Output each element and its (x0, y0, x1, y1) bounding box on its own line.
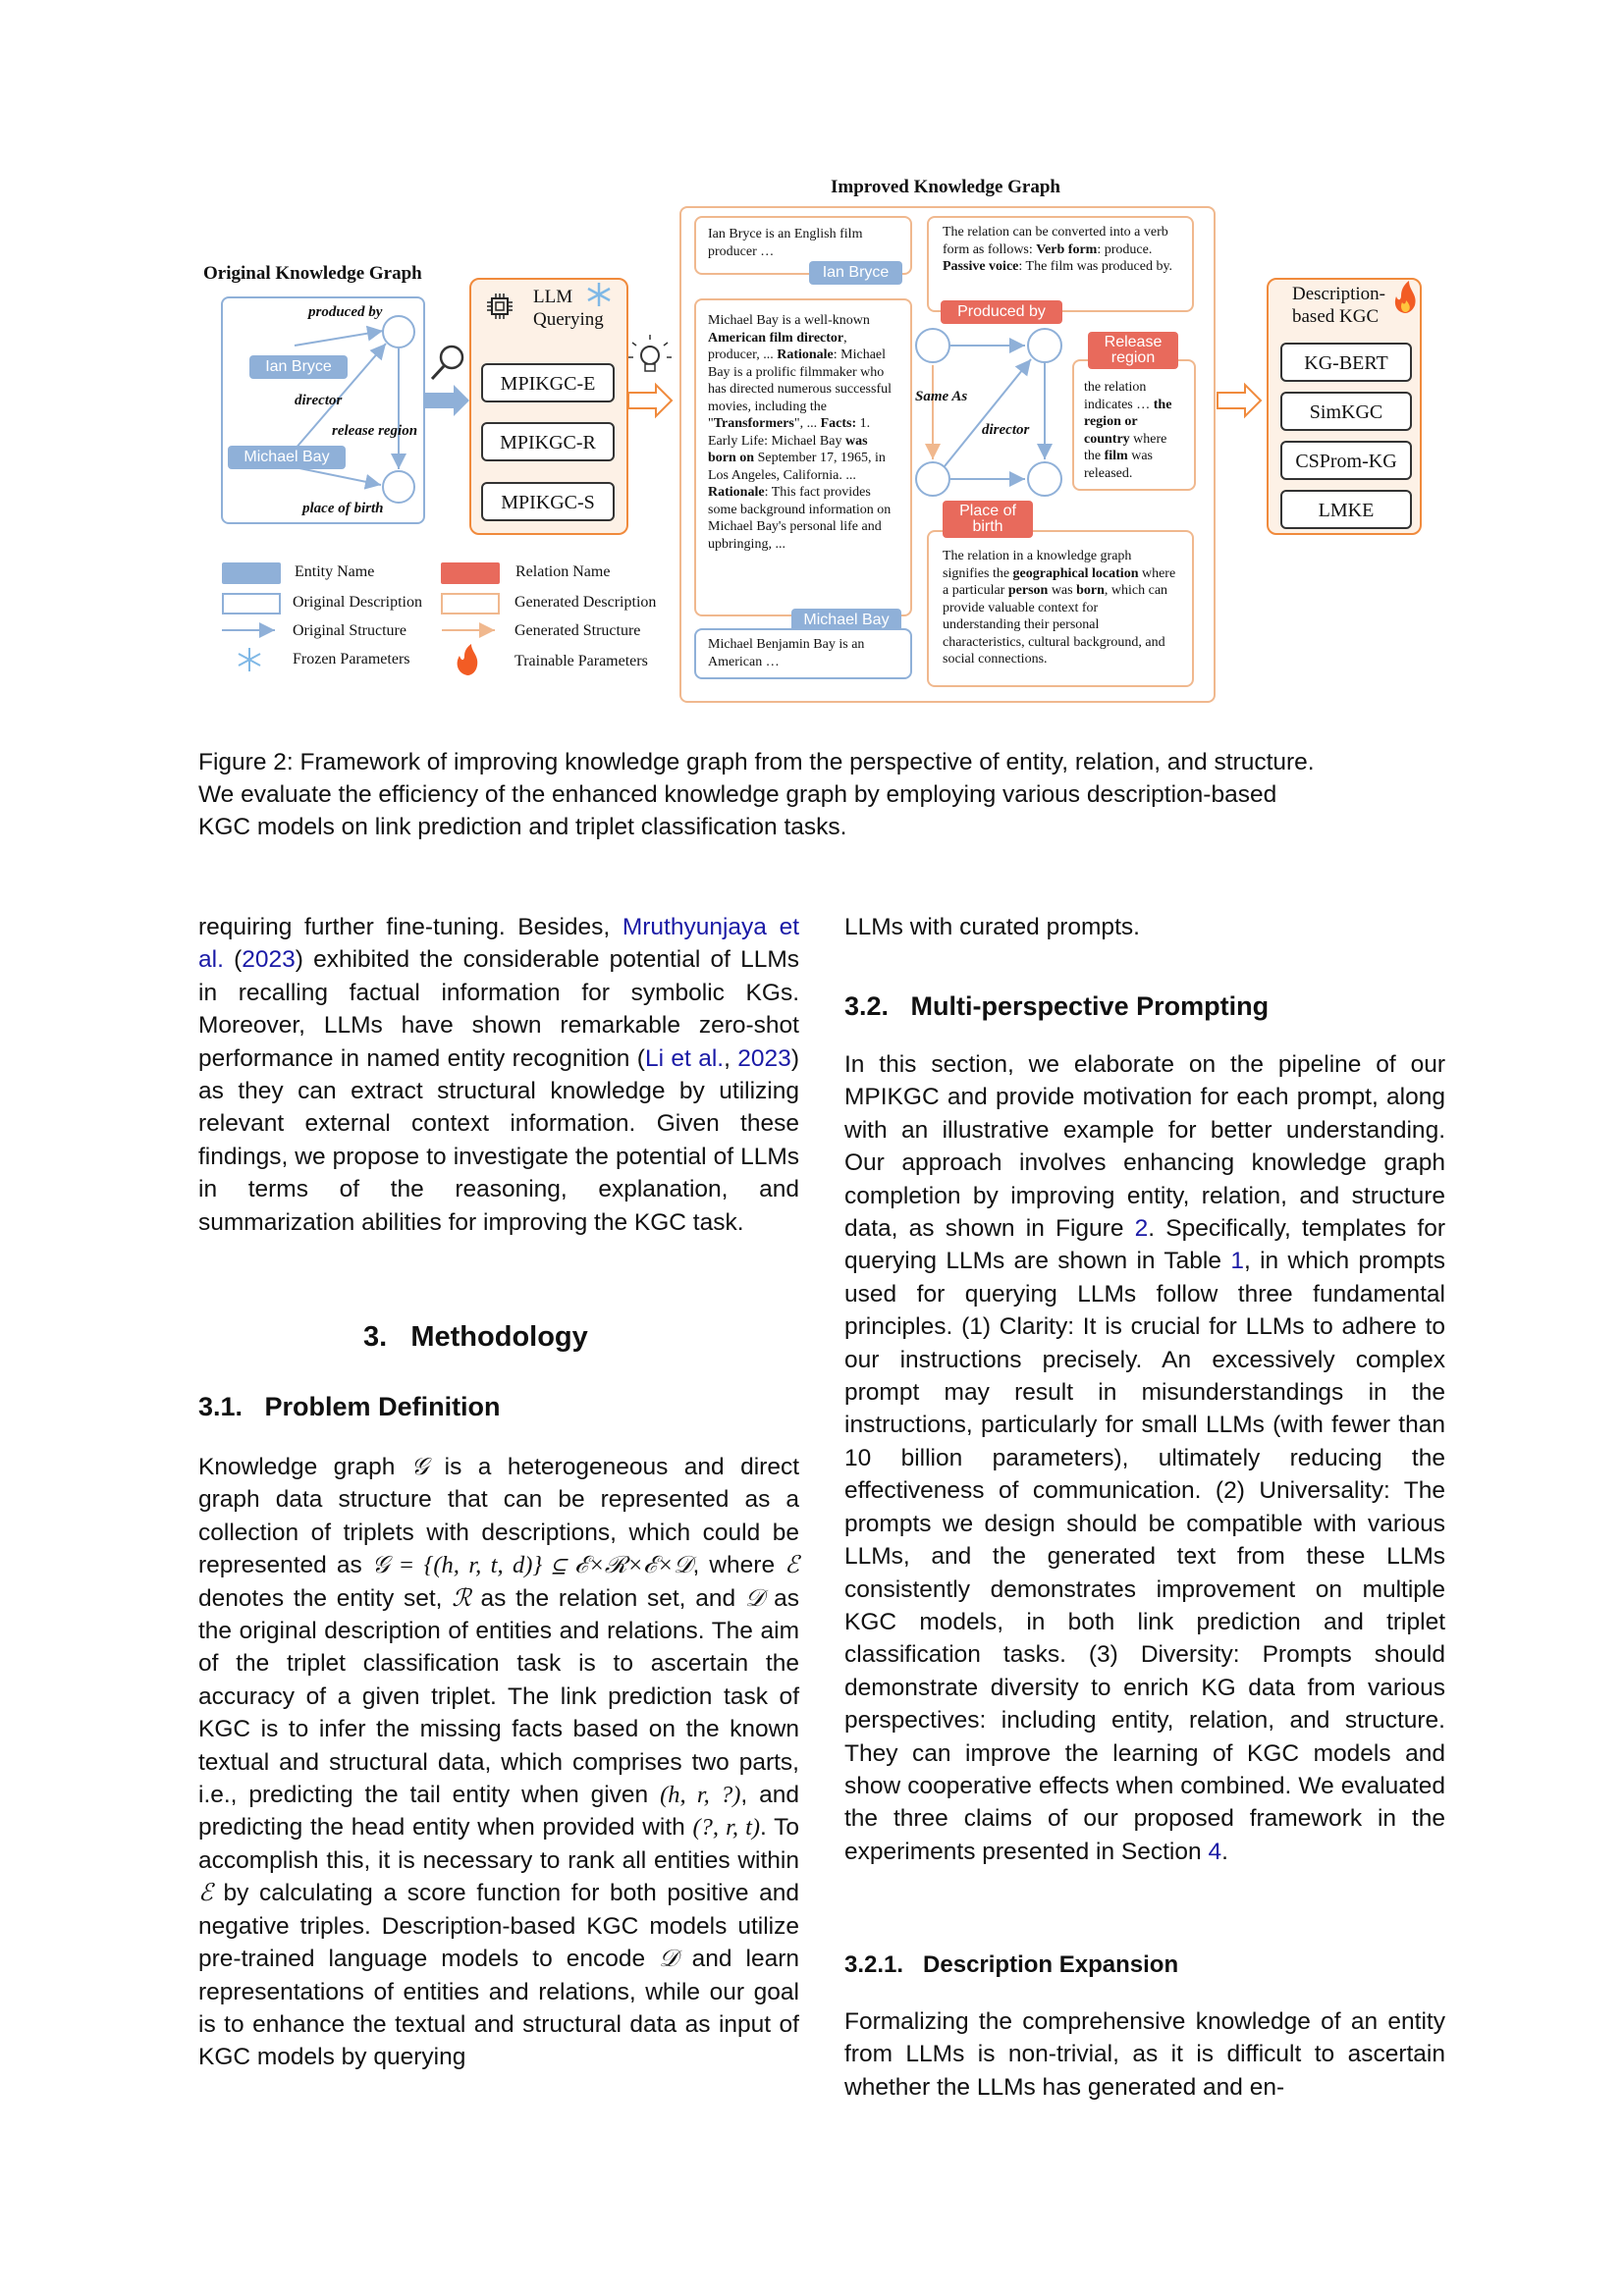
imp-node-tl (915, 328, 950, 363)
orig-entity-michael: Michael Bay (228, 446, 346, 469)
orange-flow-arrow-1 (627, 382, 674, 419)
orig-entity-ian: Ian Bryce (249, 355, 348, 379)
left-paragraph-1: requiring further fine-tuning. Besides, … (198, 914, 799, 1236)
figure-connectors (222, 315, 1263, 675)
legend-orig-desc-swatch (222, 593, 281, 614)
lightbulb-icon (628, 335, 672, 372)
caption-line-3: KGC models on link prediction and triple… (198, 814, 847, 840)
legend-frozen-label: Frozen Parameters (293, 651, 410, 667)
verb-form-box: The relation can be converted into a ver… (927, 216, 1194, 312)
original-graph-title: Original Knowledge Graph (203, 263, 422, 284)
snowflake-icon (585, 281, 613, 308)
orig-edge-produced (294, 325, 384, 347)
kgc-title-2: based KGC (1292, 306, 1380, 327)
right-paragraph-2: Formalizing the comprehensive knowledge … (844, 2008, 1445, 2101)
ref-section-4[interactable]: 4 (1208, 1838, 1222, 1865)
original-graph-box (221, 296, 425, 524)
michael-desc-box: Michael Bay is a well-known American fil… (694, 298, 912, 616)
legend-relation-label: Relation Name (515, 563, 611, 580)
orig-label-birth: place of birth (302, 501, 384, 516)
legend-trainable-label: Trainable Parameters (514, 653, 648, 669)
orig-label-produced: produced by (308, 304, 383, 320)
cite-mruthyunjaya[interactable]: Mruthyunjaya et al. (198, 914, 799, 974)
kgc-model-lmke: LMKE (1280, 490, 1412, 529)
improved-graph-box (679, 206, 1216, 703)
kgc-title-1: Description- (1292, 284, 1385, 304)
caption-line-2: We evaluate the efficiency of the enhanc… (198, 781, 1277, 808)
llm-model-r: MPIKGC-R (481, 422, 615, 461)
orig-edge-birth (294, 466, 382, 490)
improved-graph-title: Improved Knowledge Graph (831, 177, 1061, 197)
magnifier-icon (430, 345, 464, 381)
legend-relation-swatch (441, 562, 500, 584)
chip-icon (485, 292, 514, 321)
michael-orig-box: Michael Benjamin Bay is an American … (694, 628, 912, 679)
rel-produced-label: Produced by (941, 300, 1062, 324)
ian-desc-text: Ian Bryce is an English film producer … (708, 227, 863, 259)
legend-gen-struct-label: Generated Structure (514, 622, 641, 639)
section-3-1-heading: 3.1. Problem Definition (198, 1392, 501, 1421)
kgc-model-kgbert: KG-BERT (1280, 343, 1412, 382)
figure-caption: Figure 2: Framework of improving knowled… (198, 746, 1315, 843)
blue-flow-arrow (424, 385, 469, 416)
legend-gen-desc-label: Generated Description (514, 594, 657, 611)
imp-node-tr (1027, 328, 1062, 363)
cite-mruthyunjaya-year[interactable]: 2023 (242, 946, 296, 974)
rel-release-label: Release region (1088, 332, 1178, 369)
orig-edge-director (294, 343, 387, 451)
left-paragraph-2-wrap: Knowledge graph 𝒢 is a heterogeneous and… (198, 1451, 799, 2074)
section-3-heading: 3. Methodology (363, 1321, 588, 1353)
imp-node-br (1027, 461, 1062, 497)
cite-li[interactable]: Li et al. (644, 1044, 725, 1072)
imp-node-bl (915, 461, 950, 497)
llm-title-1: LLM (533, 287, 573, 307)
right-paragraph-1: In this section, we elaborate on the pip… (844, 1051, 1445, 1865)
left-paragraph-2: Knowledge graph 𝒢 is a heterogeneous and… (198, 1454, 800, 2071)
llm-model-s: MPIKGC-S (481, 482, 615, 521)
legend-gen-desc-swatch (441, 593, 500, 614)
flame-icon (1392, 279, 1418, 314)
llm-model-e: MPIKGC-E (481, 363, 615, 402)
rel-birth-label: Place of birth (943, 501, 1033, 538)
orig-node-bottom (382, 470, 415, 504)
right-paragraph-1-wrap: In this section, we elaborate on the pip… (844, 1048, 1445, 1868)
right-paragraph-0: LLMs with curated prompts. (844, 914, 1140, 940)
imp-director-label: director (982, 422, 1030, 438)
legend-orig-struct-label: Original Structure (293, 622, 406, 639)
section-3-2-heading: 3.2. Multi-perspective Prompting (844, 991, 1270, 1021)
imp-edge-director (944, 358, 1032, 467)
legend-entity-label: Entity Name (295, 563, 375, 580)
orange-flow-arrow-2 (1217, 382, 1263, 419)
same-as-label: Same As (915, 389, 968, 404)
llm-title-2: Querying (533, 309, 604, 330)
birth-desc-box: The relation in a knowledge graph signif… (927, 530, 1194, 687)
flame-legend-icon (457, 644, 478, 675)
orig-label-release: release region (332, 423, 418, 439)
left-column: requiring further fine-tuning. Besides, … (198, 911, 799, 1239)
caption-line-1: Figure 2: Framework of improving knowled… (198, 749, 1315, 775)
section-3-2-1-heading: 3.2.1. Description Expansion (844, 1951, 1179, 1978)
legend-orig-desc-label: Original Description (293, 594, 422, 611)
ref-figure-2[interactable]: 2 (1134, 1215, 1149, 1243)
cite-li-year[interactable]: 2023 (737, 1044, 791, 1072)
ref-table-1[interactable]: 1 (1230, 1248, 1244, 1275)
kgc-model-simkgc: SimKGC (1280, 392, 1412, 431)
release-desc-box: the relation indicates … the region or c… (1072, 359, 1196, 491)
snowflake-legend-icon (238, 648, 261, 671)
legend-entity-swatch (222, 562, 281, 584)
orig-label-director: director (295, 393, 343, 408)
figure-2: Improved Knowledge Graph Original Knowle… (0, 0, 1624, 717)
ian-entity-label: Ian Bryce (809, 261, 902, 285)
kgc-model-csprom: CSProm-KG (1280, 441, 1412, 480)
